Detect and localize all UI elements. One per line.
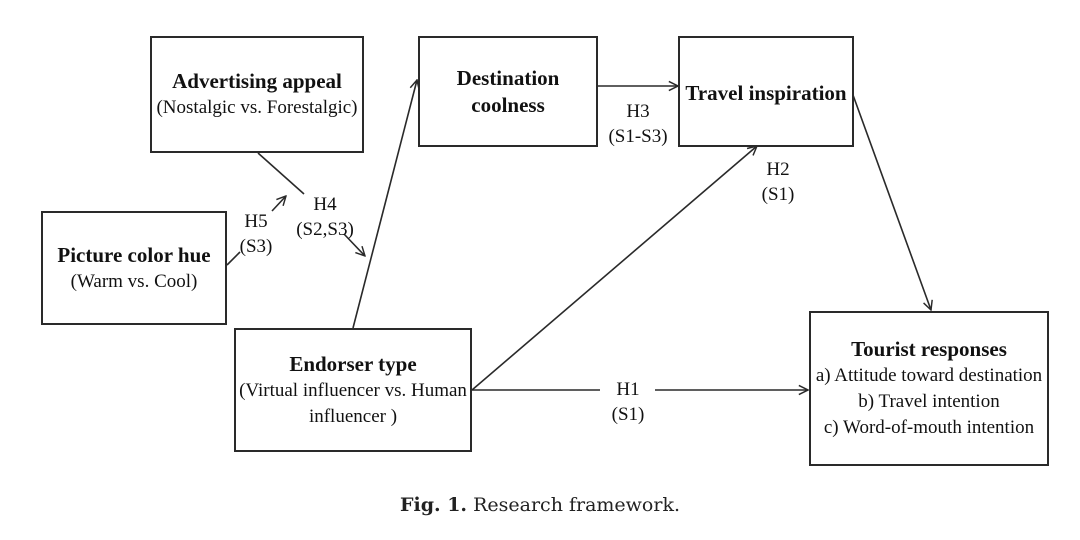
hypothesis-h3-study: (S1-S3) <box>608 126 668 147</box>
figure-caption: Fig. 1. Research framework. <box>0 494 1080 516</box>
hypothesis-h3: H3 (S1-S3) <box>608 99 667 149</box>
node-advertising-appeal-sub: (Nostalgic vs. Forestalgic) <box>156 97 358 118</box>
hypothesis-h2-name: H2 <box>766 159 790 180</box>
node-endorser-type-title: Endorser type <box>289 351 417 376</box>
node-endorser-type-sub-2: influencer ) <box>308 405 398 427</box>
line-hue-to-h5 <box>226 251 241 266</box>
hypothesis-h4-name: H4 <box>313 194 337 215</box>
node-endorser-type: Endorser type (Virtual influencer vs. Hu… <box>234 328 472 452</box>
node-tourist-responses: Tourist responses a) Attitude toward des… <box>809 311 1049 466</box>
figure-caption-label: Fig. 1. <box>399 494 468 516</box>
hypothesis-h5: H5 (S3) <box>240 209 273 259</box>
figure-caption-text: Research framework. <box>473 494 681 516</box>
node-picture-color-hue-title: Picture color hue <box>57 242 211 267</box>
hypothesis-h4-study: (S2,S3) <box>296 219 354 240</box>
node-picture-color-hue-sub: (Warm vs. Cool) <box>70 270 198 292</box>
node-advertising-appeal: Advertising appeal (Nostalgic vs. Forest… <box>150 36 364 153</box>
hypothesis-h5-name: H5 <box>244 211 268 232</box>
node-destination-coolness: Destination coolness <box>418 36 598 147</box>
node-travel-inspiration-title: Travel inspiration <box>685 81 847 105</box>
arrow-h5-to-h4 <box>271 196 286 212</box>
tourist-response-item: c) Word-of-mouth intention <box>823 417 1035 438</box>
arrow-endorser-to-inspiration <box>471 146 757 391</box>
hypothesis-h4: H4 (S2,S3) <box>296 192 354 242</box>
node-destination-coolness-title-1: Destination <box>456 65 560 90</box>
node-destination-coolness-title-2: coolness <box>471 92 545 117</box>
line-appeal-to-h4 <box>257 152 305 195</box>
arrow-h4-to-path <box>343 233 365 256</box>
tourist-response-item: b) Travel intention <box>858 391 1000 412</box>
tourist-response-item: a) Attitude toward destination <box>815 365 1043 386</box>
node-endorser-type-sub-1: (Virtual influencer vs. Human <box>239 379 467 401</box>
hypothesis-h1-name: H1 <box>616 379 640 400</box>
hypothesis-h1-study: (S1) <box>611 404 645 425</box>
arrow-endorser-to-coolness <box>352 80 417 329</box>
node-advertising-appeal-title: Advertising appeal <box>172 69 342 93</box>
hypothesis-h2: H2 (S1) <box>762 157 795 207</box>
node-picture-color-hue: Picture color hue (Warm vs. Cool) <box>41 211 227 325</box>
hypothesis-h3-name: H3 <box>626 101 650 122</box>
node-tourist-responses-title: Tourist responses <box>851 337 1007 361</box>
hypothesis-h1: H1 (S1) <box>612 377 645 427</box>
node-travel-inspiration: Travel inspiration <box>678 36 854 147</box>
arrow-inspiration-to-responses <box>852 94 931 310</box>
hypothesis-h2-study: (S1) <box>761 184 795 205</box>
hypothesis-h5-study: (S3) <box>239 236 273 257</box>
